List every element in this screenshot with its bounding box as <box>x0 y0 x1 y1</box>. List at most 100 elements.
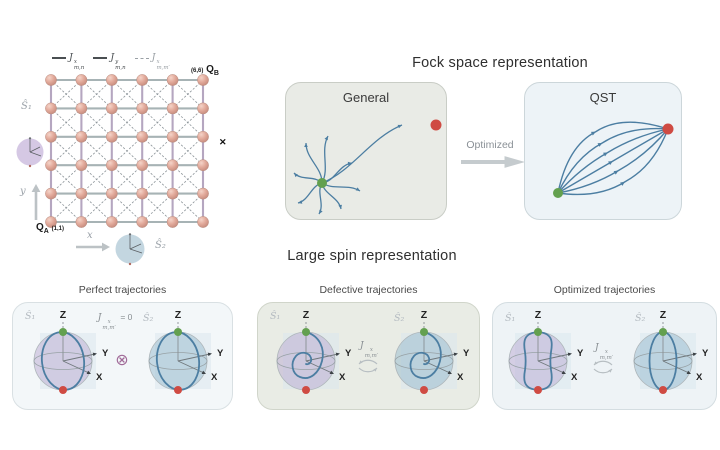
initial-state-dot <box>317 178 327 188</box>
qubit-site <box>136 187 149 200</box>
qubit-site <box>75 159 88 172</box>
bloch-sphere-2b: ZYX <box>394 309 470 394</box>
y-label: Y <box>102 348 109 359</box>
diagonal-coupling-bond <box>111 136 143 166</box>
x-axis-arrowhead <box>329 370 334 374</box>
x-label: X <box>696 372 703 383</box>
coupling-exchange-icon <box>358 359 378 373</box>
x-axis-label: x <box>87 230 93 241</box>
tensor-product-operator: ⊗ <box>115 352 129 369</box>
mini-spin-sphere-2 <box>115 233 145 266</box>
qst-flow-graphic <box>553 121 674 198</box>
flow-arrowhead <box>355 187 360 191</box>
x-label: X <box>96 372 103 383</box>
y-axis-arrowhead <box>335 352 340 357</box>
qubit-site <box>45 159 57 172</box>
y-label: Y <box>345 348 352 359</box>
y-axis-arrow <box>31 184 41 220</box>
random-flow-line <box>321 162 353 184</box>
diagonal-coupling-bond <box>50 164 82 194</box>
qubit-site <box>166 74 179 86</box>
qubit-site <box>45 74 57 86</box>
y-axis <box>537 353 571 362</box>
qubit-site <box>105 130 118 143</box>
panel2-spin1-label: Ŝ₁ <box>270 311 281 322</box>
north-pole-dot <box>659 328 667 336</box>
caption-perfect: Perfect trajectories <box>78 284 167 296</box>
caption-optimized: Optimized trajectories <box>553 284 656 296</box>
qubit-site <box>166 102 179 115</box>
general-flow-graphic <box>293 119 442 215</box>
optimized-arrow <box>461 156 525 168</box>
dashed-line-swatch <box>134 57 149 59</box>
bloch-sphere-3b: ZYX <box>633 309 709 394</box>
panel3-spin1-label: Ŝ₁ <box>505 313 516 324</box>
diagonal-coupling-bond <box>141 136 173 166</box>
diagonal-coupling-bond <box>111 193 143 223</box>
y-axis <box>62 353 96 362</box>
z-label: Z <box>535 309 542 321</box>
solid-line-swatch <box>93 57 108 59</box>
x-label: X <box>457 372 464 383</box>
qubit-site <box>105 74 118 86</box>
y-label: Y <box>702 348 709 359</box>
target-state-dot <box>662 123 674 135</box>
flow-arrowhead <box>338 204 342 209</box>
qubit-site <box>136 130 149 143</box>
diagonal-coupling-bond <box>172 164 204 194</box>
fock-general-panel: General <box>285 82 447 220</box>
diagonal-coupling-bond <box>172 193 204 223</box>
diagonal-coupling-bond <box>172 79 204 109</box>
panel1-spin1-label: Ŝ₁ <box>25 311 36 322</box>
flow-arrowhead <box>294 173 299 178</box>
y-axis-arrowhead <box>453 352 458 357</box>
diagonal-coupling-bond <box>50 108 82 138</box>
optimized-arrow-label: Optimized <box>466 139 514 151</box>
x-label: X <box>571 372 578 383</box>
optimized-flow-line <box>557 121 669 194</box>
initial-state-dot <box>553 188 563 198</box>
y-axis-arrowhead <box>207 352 212 357</box>
flow-arrowhead <box>613 170 619 175</box>
x-axis-arrowhead <box>686 370 691 374</box>
qubit-site <box>166 187 179 200</box>
qubit-site <box>136 216 149 228</box>
diagonal-coupling-bond <box>141 164 173 194</box>
flow-arrowhead <box>397 124 402 129</box>
large-spin-title: Large spin representation <box>287 248 457 264</box>
trajectory <box>291 331 324 379</box>
arrowhead <box>373 368 377 372</box>
diagonal-coupling-bond <box>172 136 204 166</box>
diagonal-coupling-bond <box>141 193 173 223</box>
bloch-sphere-3a: Z Y X <box>508 309 584 394</box>
qubit-b-label: (6,6) QB <box>191 64 219 77</box>
x-label: X <box>339 372 346 383</box>
qubit-site <box>197 187 209 200</box>
y-label: Y <box>577 348 584 359</box>
arrowhead <box>608 369 612 373</box>
qubit-site <box>75 187 88 200</box>
flow-arrowhead <box>298 200 303 204</box>
south-pole-dot <box>174 386 182 394</box>
x-axis-arrowhead <box>86 370 91 374</box>
north-pole-dot <box>420 328 428 336</box>
z-label: Z <box>421 309 428 321</box>
diagonal-coupling-bond <box>111 108 143 138</box>
qubit-site <box>166 159 179 172</box>
optimized-flow-line <box>557 128 669 194</box>
diagonal-coupling-bond <box>81 79 113 109</box>
y-axis-label: y <box>20 186 26 197</box>
south-pole-dot <box>302 386 310 394</box>
diagonal-coupling-bond <box>81 108 113 138</box>
diagonal-coupling-bond <box>111 79 143 109</box>
x-axis-arrowhead <box>561 370 566 374</box>
x-axis <box>62 360 90 374</box>
z-label: Z <box>60 309 67 321</box>
flow-arrowhead <box>608 161 613 166</box>
qubit-site <box>197 159 209 172</box>
